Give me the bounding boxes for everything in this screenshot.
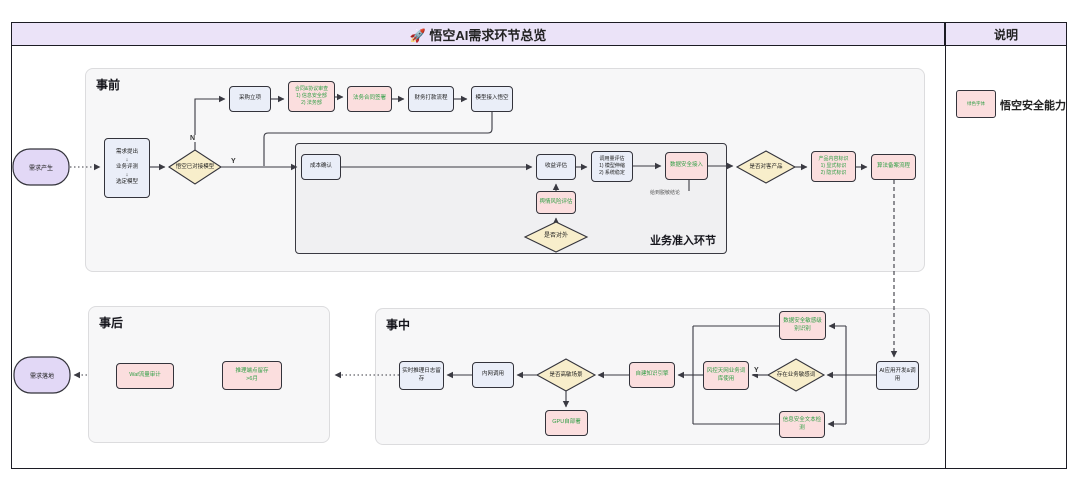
section-after-title: 事后 bbox=[99, 316, 124, 330]
legend-security-label: 悟空安全能力 bbox=[1000, 100, 1066, 112]
node-cost-confirm: 成本确认 bbox=[301, 154, 341, 180]
call-volume-line: 2) 系统稳定 bbox=[599, 169, 625, 176]
section-before-title: 事前 bbox=[96, 78, 121, 92]
node-data-security-access: 数据安全接入 bbox=[665, 152, 708, 180]
node-inference-log-retention: 实时推理日志留存 bbox=[399, 361, 444, 390]
demand-flow-line: 选定模型 bbox=[115, 179, 138, 186]
section-after: 事后 bbox=[88, 306, 330, 443]
node-self-knowledge-engine: 自建知识引擎 bbox=[629, 362, 675, 388]
terminal-start: 需求产生 bbox=[28, 165, 53, 172]
endpoint-retention-line: >6月 bbox=[246, 375, 258, 382]
node-risk-control-lexicon: 风控天网业务词库使用 bbox=[703, 361, 749, 390]
endpoint-retention-line: 推理端点留存 bbox=[235, 368, 269, 375]
node-revenue-eval: 收益评估 bbox=[536, 154, 576, 180]
node-procurement: 采购立项 bbox=[229, 86, 271, 112]
down-arrow-icon: ↓ bbox=[125, 156, 129, 163]
legend-column bbox=[945, 22, 1067, 469]
demand-flow-line: 需求提出 bbox=[115, 149, 138, 156]
decision-is-external: 是否对外 bbox=[543, 233, 568, 240]
node-intranet-call: 内网调用 bbox=[472, 362, 514, 388]
edge-label-y2: Y bbox=[753, 367, 760, 374]
down-arrow-icon: ↓ bbox=[125, 171, 129, 178]
contract-review-line: 1) 信息安全部 bbox=[296, 93, 327, 100]
decision-sensitive-words: 存在业务敏感词 bbox=[776, 371, 816, 378]
demand-flow-line: 业务评测 bbox=[115, 164, 138, 171]
section-business-entry-title: 业务准入环节 bbox=[650, 235, 716, 247]
edge-label-n: N bbox=[189, 135, 197, 142]
decision-model-connected: 悟空已对接模型 bbox=[175, 163, 215, 170]
node-sentiment-risk: 舆情风险评估 bbox=[536, 191, 576, 214]
call-volume-line: 调用量评估 bbox=[599, 156, 625, 163]
node-finance-payment: 财务打款流程 bbox=[408, 86, 454, 112]
section-business-entry: 业务准入环节 bbox=[295, 143, 727, 254]
contract-review-line: 2) 法务部 bbox=[301, 99, 322, 106]
call-volume-line: 1) 模型伸缩 bbox=[599, 163, 625, 170]
node-legal-contract: 法务合同签署 bbox=[347, 86, 392, 112]
node-model-access: 模型接入悟空 bbox=[471, 86, 513, 112]
terminal-end: 需求落地 bbox=[29, 373, 54, 380]
node-algorithm-filing: 算法备案流程 bbox=[871, 154, 916, 180]
node-waf-audit: Waf流量审计 bbox=[116, 363, 174, 389]
decision-customer-product: 是否对客产品 bbox=[749, 163, 783, 170]
decision-high-sensitive: 是否高敏场景 bbox=[549, 371, 583, 378]
contract-review-line: 合同&协议审查 bbox=[294, 86, 329, 93]
legend-header: 说明 bbox=[945, 22, 1067, 46]
section-during-title: 事中 bbox=[386, 318, 411, 332]
edge-label-y1: Y bbox=[230, 158, 237, 165]
legend-security-swatch: 绿色字体 bbox=[956, 90, 996, 118]
content-labeling-line: 1) 显式标识 bbox=[820, 163, 847, 170]
node-call-volume-eval: 调用量评估 1) 模型伸缩 2) 系统稳定 bbox=[591, 151, 633, 182]
node-ai-app-dev: AI应用开发&调用 bbox=[876, 361, 919, 390]
annotation-desensitize-note: 给到脱敏结论 bbox=[649, 190, 680, 196]
content-labeling-line: 2) 隐式标识 bbox=[820, 169, 847, 176]
node-gpu-self-deploy: GPU自部署 bbox=[545, 410, 588, 436]
page-title: 🚀 悟空AI需求环节总览 bbox=[11, 22, 945, 46]
node-content-labeling: 产品内容标识 1) 显式标识 2) 隐式标识 bbox=[811, 151, 856, 182]
node-demand-flow: 需求提出 ↓ 业务评测 ↓ 选定模型 bbox=[104, 138, 150, 198]
content-labeling-line: 产品内容标识 bbox=[818, 156, 849, 163]
node-data-sensitivity-detect: 数据安全敏感级别识别 bbox=[779, 311, 826, 340]
node-contract-review: 合同&协议审查 1) 信息安全部 2) 法务部 bbox=[288, 81, 335, 112]
node-endpoint-retention: 推理端点留存 >6月 bbox=[222, 361, 282, 390]
node-info-security-text-check: 信息安全文本检测 bbox=[779, 411, 825, 438]
